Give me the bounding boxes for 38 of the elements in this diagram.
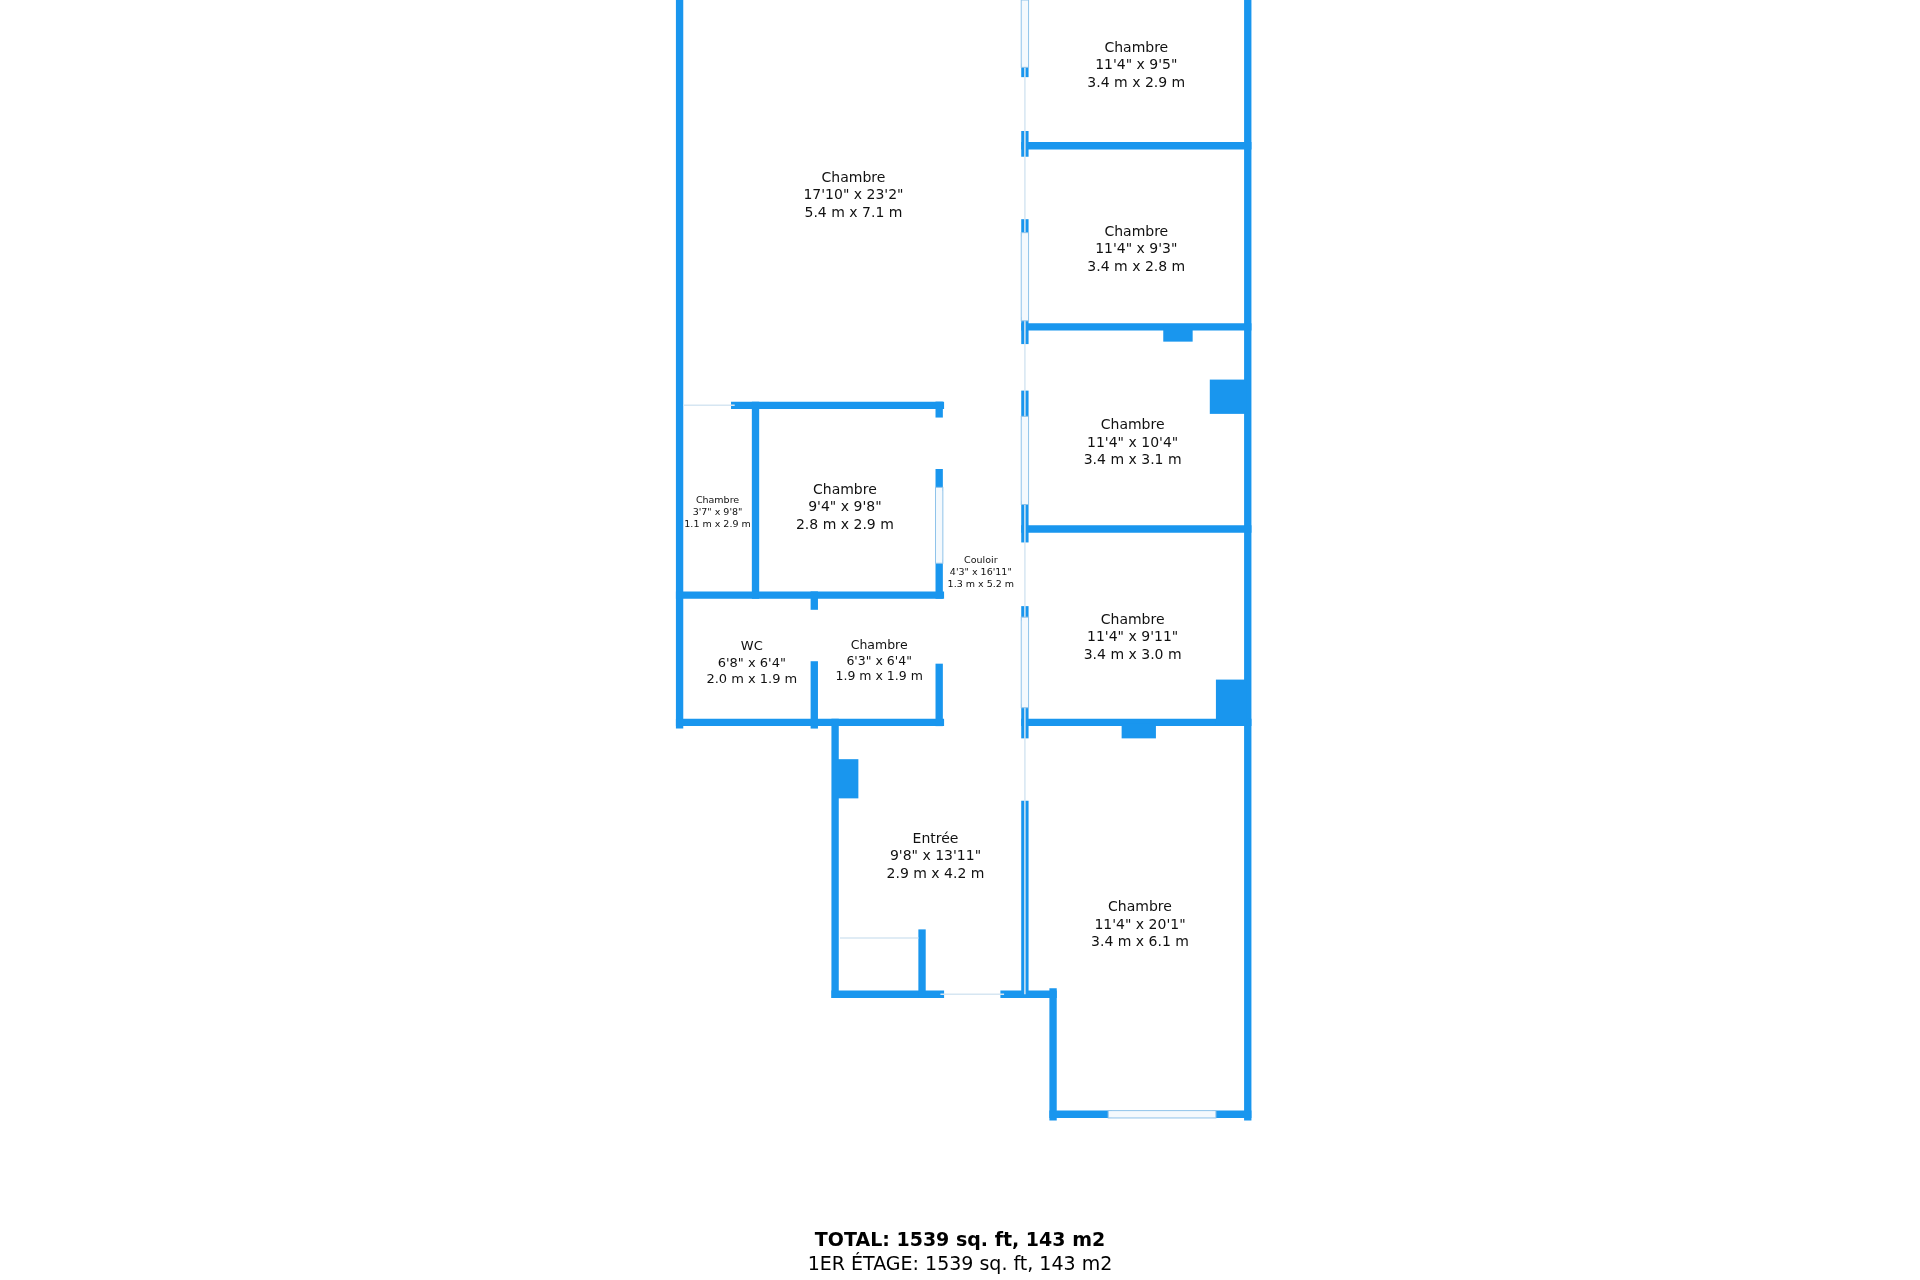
room-dimensions: 6'8" x 6'4" [716, 654, 787, 671]
room-dimensions: 11'4" x 9'11" [1086, 628, 1180, 646]
room-dimensions: 3.4 m x 3.1 m [1083, 450, 1182, 469]
room-dimensions: 1.1 m x 2.9 m [684, 517, 751, 530]
area-total: TOTAL: 1539 sq. ft, 143 m2 [814, 1228, 1106, 1250]
room-dimensions: 9'8" x 13'11" [888, 847, 983, 865]
room-name: Chambre [1099, 610, 1166, 628]
room-dimensions: 2.8 m x 2.9 m [795, 515, 894, 534]
room-name: Chambre [1107, 898, 1173, 916]
room-name: Chambre [1103, 222, 1170, 240]
room-dimensions: 3'7" x 9'8" [691, 505, 744, 518]
room-dimensions: 1.3 m x 5.2 m [947, 577, 1015, 590]
room-dimensions: 11'4" x 9'3" [1094, 239, 1179, 258]
room-dimensions: 1.9 m x 1.9 m [835, 667, 923, 684]
room-name: Chambre [849, 636, 909, 653]
room-dimensions: 3.4 m x 3.0 m [1083, 645, 1182, 663]
room-name: Chambre [694, 494, 741, 506]
room-name: Chambre [820, 168, 887, 186]
floor-area: 1ER ÉTAGE: 1539 sq. ft, 143 m2 [807, 1252, 1113, 1274]
room-name: WC [739, 638, 764, 655]
room-dimensions: 11'4" x 9'5" [1094, 56, 1179, 74]
room-name: Chambre [812, 480, 878, 499]
room-name: Couloir [963, 554, 999, 566]
room-dimensions: 17'10" x 23'2" [803, 185, 904, 204]
room-dimensions: 4'3" x 16'11" [948, 565, 1013, 578]
room-name: Entrée [911, 829, 960, 848]
room-dimensions: 11'4" x 20'1" [1093, 915, 1187, 934]
room-dimensions: 3.4 m x 6.1 m [1091, 933, 1189, 951]
room-dimensions: 6'3" x 6'4" [845, 652, 913, 668]
room-dimensions: 2.0 m x 1.9 m [706, 670, 798, 687]
room-dimensions: 11'4" x 10'4" [1086, 433, 1180, 451]
room-dimensions: 9'4" x 9'8" [807, 498, 883, 516]
room-name: Chambre [1099, 415, 1166, 434]
room-dimensions: 2.9 m x 4.2 m [886, 864, 985, 883]
room-name: Chambre [1103, 38, 1170, 57]
room-dimensions: 5.4 m x 7.1 m [803, 203, 904, 221]
room-dimensions: 3.4 m x 2.9 m [1087, 73, 1186, 92]
room-dimensions: 3.4 m x 2.8 m [1087, 257, 1186, 275]
